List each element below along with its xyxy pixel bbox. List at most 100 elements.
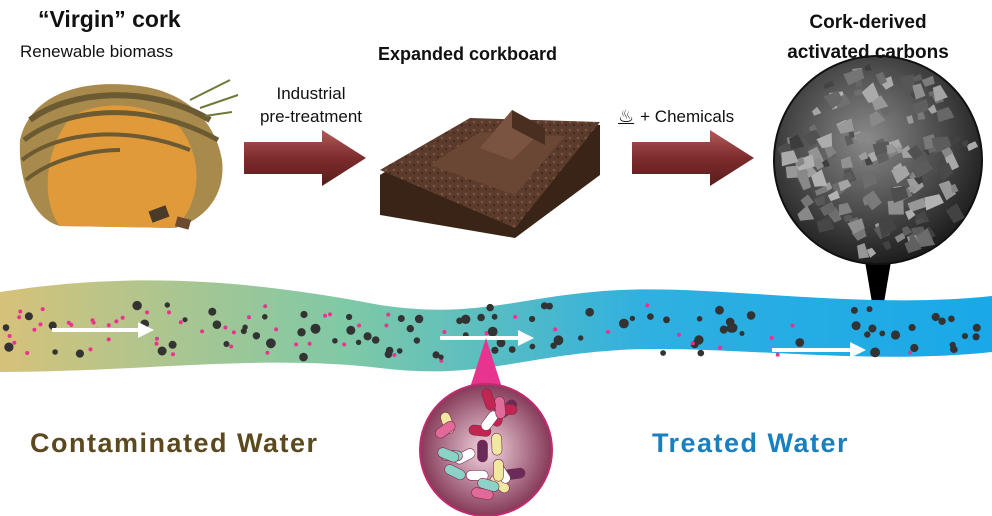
carbon-particle: [647, 313, 654, 320]
carbon-flake: [793, 156, 805, 168]
contaminant-particle: [247, 315, 251, 320]
carbon-particle: [414, 314, 424, 324]
carbon-particle: [931, 312, 940, 322]
carbon-particle: [715, 305, 724, 315]
carbon-flake: [904, 237, 922, 254]
carbon-particle: [864, 331, 871, 338]
carbon-flake: [878, 218, 897, 239]
carbon-flake: [823, 80, 835, 89]
carbon-particle: [182, 317, 188, 323]
corkboard-image: [380, 110, 600, 238]
pretreatment-arrow: [244, 130, 366, 186]
carbon-flake: [813, 195, 826, 207]
carbon-flake: [858, 151, 868, 161]
carbon-flake: [819, 201, 836, 217]
carbon-particle: [697, 349, 705, 357]
contaminant-particle: [231, 330, 236, 335]
contaminant-particle: [553, 327, 558, 332]
carbon-flake: [851, 226, 867, 241]
carbon-particle: [910, 343, 919, 353]
carbon-flake: [891, 165, 910, 184]
carbon-flake: [794, 154, 815, 171]
carbon-flake: [928, 147, 937, 154]
contaminant-particle: [442, 330, 447, 334]
contaminant-particle: [88, 347, 93, 352]
carbon-flake: [932, 84, 948, 102]
contaminant-particle: [790, 323, 795, 328]
heat-icon: ♨: [618, 106, 635, 126]
carbon-flake: [866, 247, 877, 258]
carbon-flake: [838, 179, 852, 192]
carbon-flake: [816, 216, 835, 233]
pill: [491, 432, 503, 456]
carbon-flake: [913, 175, 924, 185]
activated-carbons-label: Cork-derived activated carbons: [758, 8, 978, 68]
carbon-particle: [850, 306, 858, 314]
contaminant-particle: [328, 312, 332, 317]
carbon-flake: [907, 197, 927, 212]
carbon-particle: [972, 333, 980, 341]
carbon-particle: [619, 318, 629, 329]
carbon-flake: [843, 68, 865, 86]
carbon-flake: [935, 162, 954, 181]
carbon-particle: [726, 323, 736, 333]
carbon-flake: [872, 141, 891, 156]
carbon-flake: [854, 80, 862, 88]
carbon-particle: [397, 315, 405, 322]
carbon-particle: [456, 317, 463, 325]
carbon-flake: [945, 203, 965, 224]
carbon-flake: [950, 135, 961, 145]
carbon-particle: [795, 338, 805, 347]
contaminant-particle: [32, 327, 37, 332]
contaminant-particle: [775, 352, 780, 357]
carbon-particle: [223, 341, 230, 347]
carbon-flake: [821, 159, 830, 168]
carbon-particle: [870, 347, 880, 358]
virgin-cork-image: [19, 79, 239, 230]
carbon-flake: [931, 136, 952, 154]
carbon-flake: [912, 73, 923, 82]
carbon-flake: [906, 115, 914, 125]
carbon-flake: [827, 190, 840, 202]
chemicals-label: ♨ + Chemicals: [618, 106, 734, 127]
flow-arrow-left: [52, 322, 154, 338]
pill: [437, 447, 460, 463]
carbon-particle: [585, 307, 594, 317]
carbon-particle: [332, 338, 338, 344]
carbon-particle: [346, 313, 353, 321]
contaminant-particle: [120, 315, 125, 320]
carbon-particle: [739, 331, 745, 336]
carbon-particle: [663, 316, 670, 324]
carbon-flake: [842, 171, 855, 182]
carbon-flake: [816, 132, 833, 149]
carbon-flake: [853, 88, 862, 96]
contaminant-particle: [263, 304, 268, 309]
carbon-particle: [540, 302, 549, 310]
carbon-flake: [823, 181, 833, 191]
contaminant-particle: [513, 314, 518, 319]
carbon-particle: [132, 300, 142, 311]
carbon-particle: [487, 326, 498, 337]
carbon-flake: [917, 112, 926, 120]
carbon-flake: [823, 90, 843, 109]
carbon-particle: [164, 302, 170, 308]
contaminant-particle: [484, 331, 489, 335]
contaminant-particle: [229, 344, 234, 349]
carbon-particle: [951, 346, 958, 353]
contaminant-particle: [171, 352, 175, 357]
carbon-flake: [797, 205, 815, 221]
contaminant-particle: [323, 313, 328, 318]
carbon-flake: [864, 63, 872, 71]
contaminant-particle: [274, 327, 279, 332]
carbon-particle: [746, 311, 756, 320]
carbon-flake: [902, 226, 913, 237]
treated-water-label: Treated Water: [652, 428, 850, 458]
contaminant-particle: [384, 323, 389, 328]
chemicals-text: + Chemicals: [640, 106, 735, 126]
carbon-flake: [882, 240, 892, 251]
carbon-particle: [75, 349, 84, 358]
contaminant-particle: [223, 325, 228, 330]
carbon-flake: [905, 209, 916, 221]
flow-arrow-right: [772, 342, 866, 358]
